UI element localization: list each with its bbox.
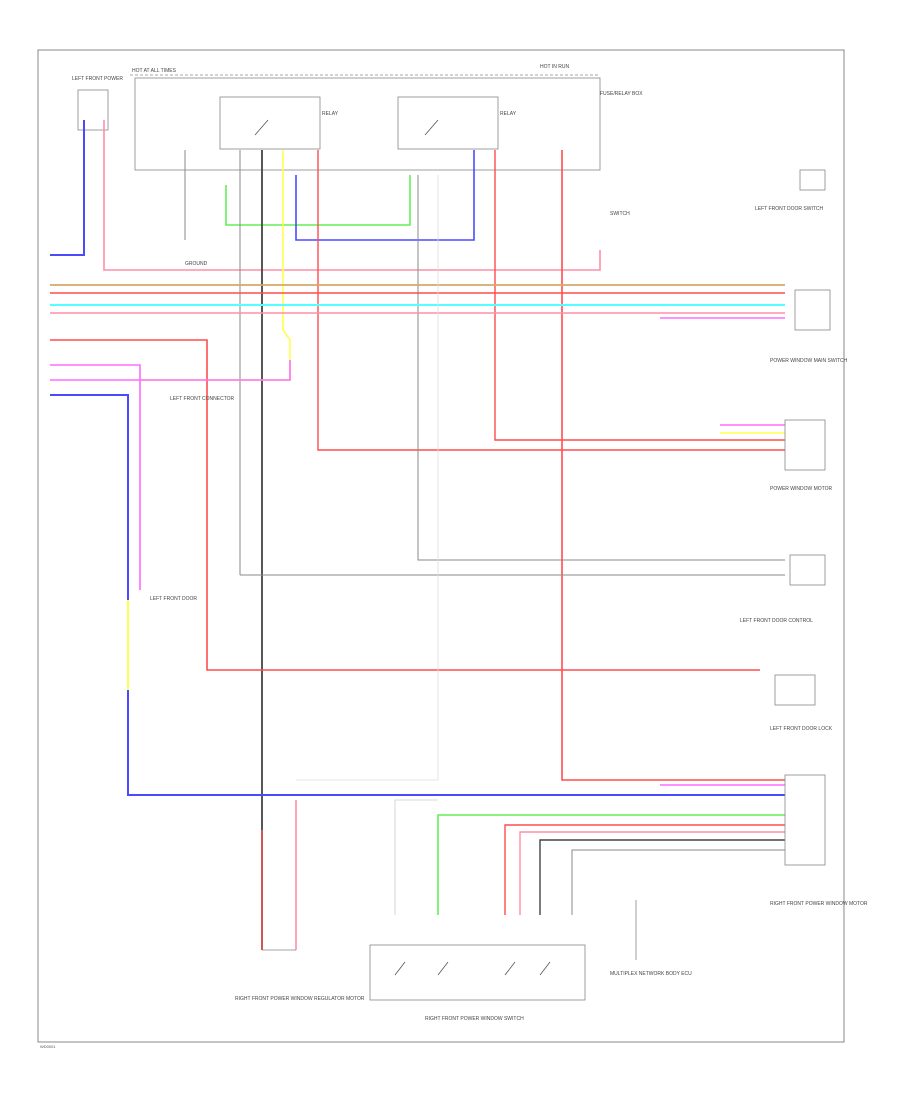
- bottom-switch-contact-2: [437, 961, 449, 976]
- top-header-right-label: HOT IN RUN: [540, 64, 569, 70]
- fuse-relay-box: [134, 77, 601, 171]
- left-fuse-component: [77, 89, 109, 131]
- frame-code: WD0001: [40, 1044, 56, 1049]
- wire-red-loop: [50, 339, 760, 671]
- bottom-switch-contact-3: [504, 961, 516, 976]
- wire-magenta-loop: [50, 360, 291, 381]
- right-ground-label: LEFT FRONT DOOR LOCK: [770, 726, 833, 732]
- bottom-switch-contact-4: [539, 961, 551, 976]
- bottom-left-unit-label: RIGHT FRONT POWER WINDOW REGULATOR MOTOR: [235, 996, 365, 1002]
- wire-blue-left: [50, 120, 85, 256]
- ground-label: GROUND: [185, 261, 208, 267]
- wire-blue-jb: [295, 150, 475, 241]
- relay-right-block: [397, 96, 499, 150]
- relay-right-label: RELAY: [500, 111, 517, 117]
- fuse-relay-box-label: FUSE/RELAY BOX: [600, 91, 643, 97]
- right-motor-box: [784, 419, 826, 471]
- right-power-box: [794, 289, 831, 331]
- bottom-center-switch-box: [369, 944, 586, 1001]
- wire-green-lower: [437, 814, 785, 915]
- wire-magenta-left: [50, 364, 141, 590]
- wire-yellow-mid: [140, 150, 291, 381]
- wire-dark-lower: [539, 839, 785, 915]
- bottom-switch-contact-1: [394, 961, 406, 976]
- left-front-connector-label: LEFT FRONT CONNECTOR: [170, 396, 235, 402]
- diagram-frame: [37, 49, 845, 1043]
- relay-right-contact: [424, 119, 439, 136]
- wire-red-jb: [317, 150, 785, 451]
- right-mid-connector-box: [789, 554, 826, 586]
- right-mid-connector-label: LEFT FRONT DOOR CONTROL: [740, 618, 813, 624]
- wire-gray-bottom-b: [296, 175, 439, 781]
- mid-switch-label: SWITCH: [610, 211, 630, 217]
- right-top-switch-box: [799, 169, 826, 191]
- relay-left-contact: [254, 119, 269, 136]
- relay-left-block: [219, 96, 321, 150]
- right-power-label: POWER WINDOW MAIN SWITCH: [770, 358, 848, 364]
- bottom-right-unit-label: MULTIPLEX NETWORK BODY ECU: [610, 971, 692, 977]
- wire-gray-bottom-a: [394, 799, 438, 915]
- right-lower-unit-box: [784, 774, 826, 866]
- relay-left-label: RELAY: [322, 111, 339, 117]
- right-ground-box: [774, 674, 816, 706]
- right-top-switch-label: LEFT FRONT DOOR SWITCH: [755, 206, 824, 212]
- right-motor-label: POWER WINDOW MOTOR: [770, 486, 833, 492]
- top-header-label: HOT AT ALL TIMES: [132, 68, 177, 74]
- wire-pink-left: [103, 120, 601, 271]
- wire-blue-long: [50, 394, 785, 796]
- wire-red-right: [494, 150, 785, 441]
- wire-gray-lower: [571, 849, 785, 915]
- wire-pink-lower: [519, 831, 785, 915]
- wire-red-long: [561, 150, 785, 781]
- mid-left-connector-label: LEFT FRONT DOOR: [150, 596, 197, 602]
- left-fuse-label: LEFT FRONT POWER: [72, 76, 123, 82]
- right-lower-unit-label: RIGHT FRONT POWER WINDOW MOTOR: [770, 901, 868, 907]
- wire-gray-mid: [417, 175, 785, 561]
- wire-red-lower-a: [504, 824, 785, 915]
- bottom-center-unit-label: RIGHT FRONT POWER WINDOW SWITCH: [425, 1016, 524, 1022]
